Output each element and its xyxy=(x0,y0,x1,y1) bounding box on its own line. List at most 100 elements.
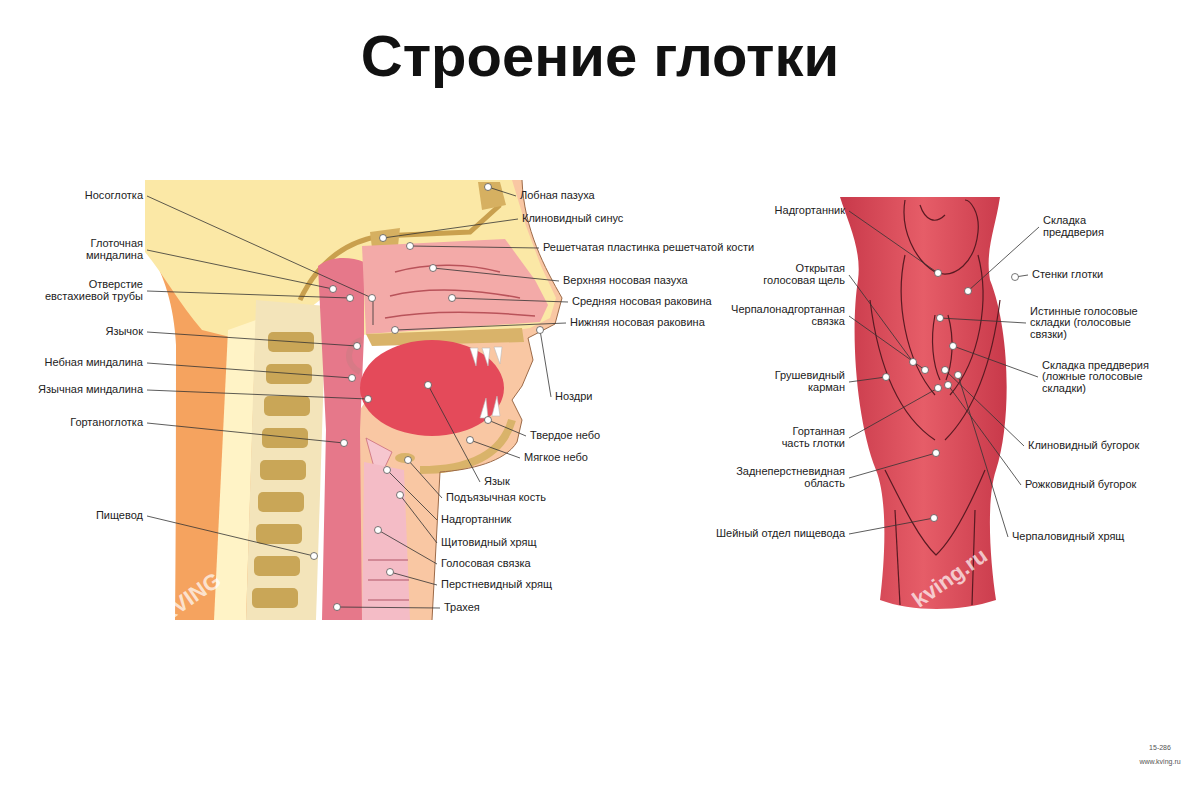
leader-line xyxy=(387,470,437,520)
part-label: Черпаловидный хрящ xyxy=(1012,531,1124,543)
part-label: Небная миндалина xyxy=(44,357,143,369)
leader-line xyxy=(488,187,516,196)
leader-line xyxy=(147,196,372,298)
leader-line xyxy=(849,275,913,362)
leader-line xyxy=(849,316,925,370)
pointer-dot xyxy=(405,457,412,464)
part-label: Открытая голосовая щель xyxy=(759,263,845,286)
leader-line xyxy=(378,530,437,564)
pointer-dot xyxy=(883,374,890,381)
pointer-dot xyxy=(537,327,544,334)
pointer-dot xyxy=(365,396,372,403)
part-label: Мягкое небо xyxy=(524,452,588,464)
pointer-dot xyxy=(935,385,942,392)
leader-line xyxy=(968,227,1039,291)
pointer-dot xyxy=(965,288,972,295)
pointer-dot xyxy=(384,467,391,474)
part-label: Грушевидный карман xyxy=(773,370,845,393)
print-code: 15-286 xyxy=(1149,744,1171,751)
sagittal-section xyxy=(145,180,562,620)
leader-line xyxy=(400,495,437,543)
pointer-dot xyxy=(407,243,414,250)
part-label: Клиновидный синус xyxy=(522,213,623,225)
pointer-dot xyxy=(397,492,404,499)
leader-line xyxy=(147,363,352,378)
pointer-dot xyxy=(349,375,356,382)
pointer-dot xyxy=(950,343,957,350)
part-label: Нижняя носовая раковина xyxy=(570,317,705,329)
part-label: Отверстие евстахиевой трубы xyxy=(39,279,143,302)
pointer-dot xyxy=(922,367,929,374)
pointer-dot xyxy=(935,270,942,277)
pointer-dot xyxy=(933,450,940,457)
part-label: Гортанная часть глотки xyxy=(763,426,845,449)
part-label: Глоточная миндалина xyxy=(71,238,143,261)
leader-line xyxy=(408,460,442,498)
leader-line xyxy=(953,346,1038,377)
part-label: Надгортанник xyxy=(441,514,511,526)
part-label: Верхняя носовая пазуха xyxy=(563,275,688,287)
pointer-dot xyxy=(311,553,318,560)
leader-line xyxy=(540,330,551,397)
part-label: Стенки глотки xyxy=(1032,269,1103,281)
part-label: Надгортанник xyxy=(775,205,845,217)
part-label: Шейный отдел пищевода xyxy=(716,528,845,540)
part-label: Складка преддверия xyxy=(1043,215,1121,238)
print-code: www.kving.ru xyxy=(1139,758,1180,765)
part-label: Заднеперстневидная область xyxy=(727,466,845,489)
pointer-dot xyxy=(467,437,474,444)
pointer-dot xyxy=(485,184,492,191)
pointer-dot xyxy=(380,235,387,242)
leader-line xyxy=(147,423,344,443)
leader-line xyxy=(147,332,357,346)
poster-title: Строение глотки xyxy=(0,22,1200,89)
leader-line xyxy=(470,440,520,458)
part-label: Язычная миндалина xyxy=(38,384,143,396)
part-label: Пищевод xyxy=(96,510,143,522)
pointer-dot xyxy=(942,367,949,374)
leader-line xyxy=(383,219,518,238)
part-label: Складка преддверия (ложные голосовые скл… xyxy=(1042,360,1166,395)
pointer-dot xyxy=(369,295,376,302)
part-label: Лобная пазуха xyxy=(520,190,595,202)
pointer-dot xyxy=(392,327,399,334)
part-label: Гортаноглотка xyxy=(70,417,143,429)
part-label: Истинные голосовые складки (голосовые св… xyxy=(1030,306,1168,341)
leader-line xyxy=(958,375,1008,537)
part-label: Щитовидный хрящ xyxy=(441,537,537,549)
part-label: Клиновидный бугорок xyxy=(1028,440,1139,452)
leader-line xyxy=(849,453,936,478)
pointer-dot xyxy=(485,417,492,424)
part-label: Язычок xyxy=(105,326,143,338)
part-label: Ноздри xyxy=(555,391,592,403)
leader-line xyxy=(849,518,934,534)
part-label: Рожковидный бугорок xyxy=(1025,479,1136,491)
pointer-dot xyxy=(955,372,962,379)
part-label: Носоглотка xyxy=(85,190,143,202)
pointer-dot xyxy=(937,315,944,322)
leader-line xyxy=(948,385,1021,485)
part-label: Подъязычная кость xyxy=(446,492,546,504)
pointer-dot xyxy=(910,359,917,366)
leader-line xyxy=(147,390,368,399)
part-label: Язык xyxy=(484,476,510,488)
leader-line xyxy=(410,246,539,248)
pointer-dot xyxy=(375,527,382,534)
pointer-dot xyxy=(354,343,361,350)
leader-line xyxy=(452,298,568,302)
leader-line xyxy=(337,607,440,608)
pointer-dot xyxy=(347,295,354,302)
leader-line xyxy=(488,420,526,436)
pointer-dot xyxy=(387,569,394,576)
part-label: Твердое небо xyxy=(530,430,600,442)
leader-line xyxy=(433,268,559,281)
pointer-dot xyxy=(334,604,341,611)
leader-line xyxy=(147,516,314,556)
part-label: Решетчатая пластинка решетчатой кости xyxy=(543,242,754,254)
part-label: Черпалонадгортанная связка xyxy=(723,304,845,327)
pointer-dot xyxy=(425,382,432,389)
part-label: Голосовая связка xyxy=(441,558,531,570)
